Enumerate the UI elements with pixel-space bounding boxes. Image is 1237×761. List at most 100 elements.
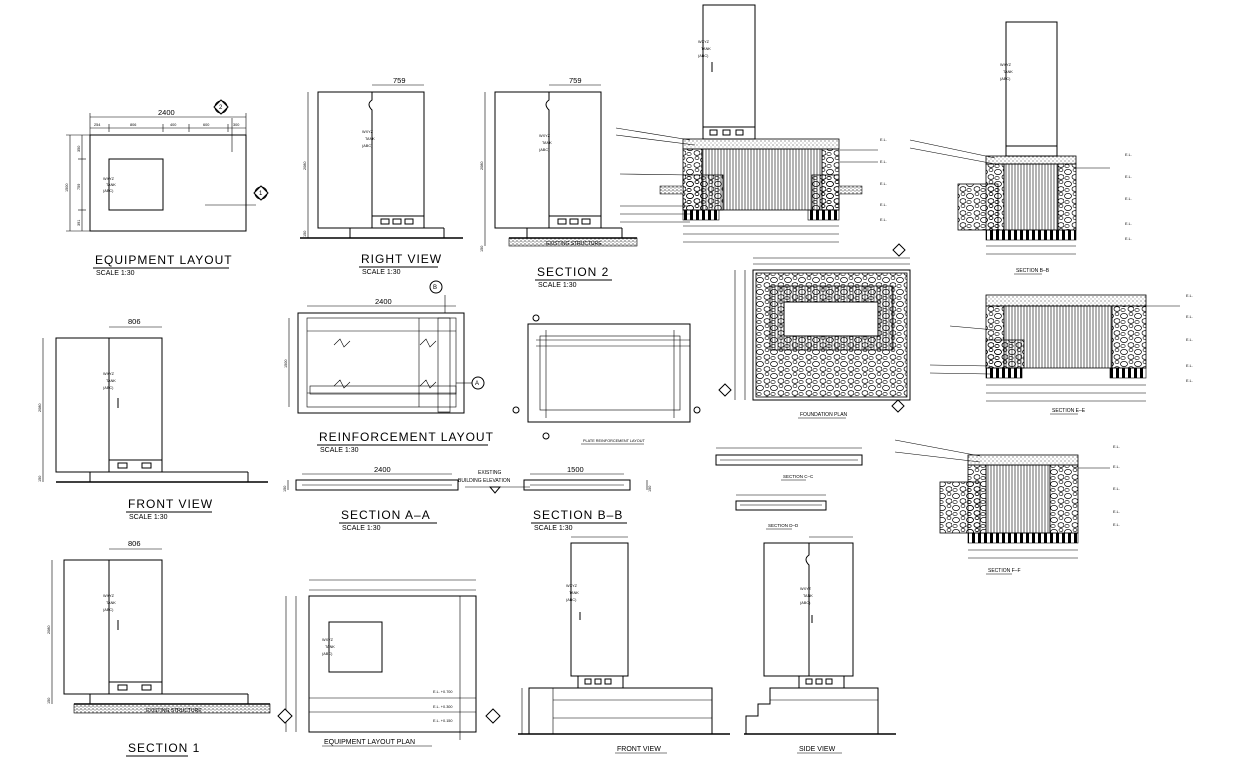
section-aa-view: 2400 150 SECTION A–A SCALE 1:30 <box>283 465 459 532</box>
title-section-dd: SECTION D–D <box>768 523 799 528</box>
title-equipment-layout: EQUIPMENT LAYOUT <box>95 253 233 267</box>
elevation-3: E.L. +0.150 <box>433 719 453 723</box>
svg-text:(ABC): (ABC) <box>539 148 550 152</box>
title-reinforcement-layout: REINFORCEMENT LAYOUT <box>319 430 494 444</box>
svg-text:E.L.: E.L. <box>1125 175 1132 179</box>
svg-text:150: 150 <box>38 476 42 482</box>
svg-text:WXYZ: WXYZ <box>103 372 115 376</box>
svg-text:150: 150 <box>47 698 51 704</box>
dim-300: 300 <box>233 123 239 127</box>
section-1-view: WXYZ TANK (ABC) 806 2080 150 EXISTING ST… <box>47 539 271 757</box>
title-equipment-layout-plan: EQUIPMENT LAYOUT PLAN <box>324 739 415 746</box>
svg-text:TANK: TANK <box>1003 70 1013 74</box>
section-tag-1: 1 <box>259 191 263 197</box>
svg-text:1500: 1500 <box>567 465 584 474</box>
tank-footprint <box>108 158 164 211</box>
right-view: WXYZ TANK (ABC) 759 2080 150 RIGHT VIEW … <box>300 76 463 276</box>
reinforcement-layout-view: 2400 1500 B A REINFORCEMENT LAYOUT SCALE… <box>284 280 494 454</box>
svg-text:SCALE 1:30: SCALE 1:30 <box>129 514 168 521</box>
svg-text:806: 806 <box>128 317 141 326</box>
dim-254: 254 <box>94 123 100 127</box>
svg-text:E.L.: E.L. <box>1125 197 1132 201</box>
svg-text:SCALE 1:30: SCALE 1:30 <box>534 525 573 532</box>
svg-text:(ABC): (ABC) <box>566 598 577 602</box>
foundation-section-ff: E.L. E.L. E.L. E.L. E.L. SECTION F–F <box>894 439 1120 575</box>
svg-text:150: 150 <box>480 246 484 252</box>
existing-label: EXISTING <box>478 470 501 476</box>
section-2-view: WXYZ TANK (ABC) 759 2080 150 EXISTING ST… <box>480 76 638 289</box>
svg-text:TANK: TANK <box>106 601 116 605</box>
dim-400: 400 <box>170 123 176 127</box>
svg-text:E.L.: E.L. <box>1125 237 1132 241</box>
svg-text:WXYZ: WXYZ <box>322 638 334 642</box>
svg-text:1500: 1500 <box>284 360 288 368</box>
slab-outline <box>89 134 247 232</box>
front-view-small: WXYZ TANK (ABC) FRONT VIEW <box>518 536 730 754</box>
svg-text:2080: 2080 <box>480 162 484 170</box>
title-section-ff: SECTION F–F <box>988 568 1021 574</box>
title-section-bb: SECTION B–B <box>533 508 623 522</box>
building-elevation-label: BUILDING ELEVATION <box>458 478 511 484</box>
title-section-aa: SECTION A–A <box>341 508 431 522</box>
svg-text:WXYZ: WXYZ <box>698 40 710 44</box>
svg-text:E.L.: E.L. <box>1186 294 1193 298</box>
section-tag-2: 2 <box>219 105 223 111</box>
svg-text:E.L.: E.L. <box>1186 364 1193 368</box>
equipment-layout-view: WXYZ TANK (ABC) 2400 254 806 400 600 300… <box>65 99 269 277</box>
foundation-section-ee: E.L. E.L. E.L. E.L. E.L. SECTION E–E <box>929 294 1193 415</box>
equipment-label-line3: (ABC) <box>103 189 114 193</box>
title-section-cc: SECTION C–C <box>783 474 814 479</box>
svg-text:150: 150 <box>648 486 652 492</box>
svg-text:SCALE 1:30: SCALE 1:30 <box>362 269 401 276</box>
dim-806: 806 <box>130 123 136 127</box>
svg-text:E.L.: E.L. <box>1125 222 1132 226</box>
svg-text:2080: 2080 <box>47 626 51 634</box>
title-front-view: FRONT VIEW <box>128 497 213 511</box>
svg-text:E.L.: E.L. <box>1113 445 1120 449</box>
svg-text:2400: 2400 <box>374 465 391 474</box>
svg-text:SCALE 1:30: SCALE 1:30 <box>538 282 577 289</box>
dim-350: 350 <box>77 146 81 152</box>
svg-text:2080: 2080 <box>303 162 307 170</box>
side-view-small: WXYZ TANK (ABC) SIDE VIEW <box>744 536 896 754</box>
svg-text:(ABC): (ABC) <box>103 386 114 390</box>
svg-text:E.L.: E.L. <box>880 203 887 207</box>
title-plate-reinforcement: PLATE REINFORCEMENT LAYOUT <box>583 439 645 443</box>
section-tag-a: A <box>475 381 479 387</box>
svg-text:(ABC): (ABC) <box>1000 77 1011 81</box>
svg-text:E.L.: E.L. <box>880 138 887 142</box>
title-right-view: RIGHT VIEW <box>361 252 442 266</box>
svg-text:E.L.: E.L. <box>1113 487 1120 491</box>
dim-600: 600 <box>203 123 209 127</box>
equipment-label-line1: WXYZ <box>103 177 115 181</box>
svg-text:2080: 2080 <box>38 404 42 412</box>
svg-text:TANK: TANK <box>542 141 552 145</box>
svg-text:EXISTING STRUCTURE: EXISTING STRUCTURE <box>146 708 202 714</box>
svg-text:WXYZ: WXYZ <box>362 130 374 134</box>
title-foundation-plan: FOUNDATION PLAN <box>800 412 848 418</box>
svg-text:E.L.: E.L. <box>1125 153 1132 157</box>
svg-text:E.L.: E.L. <box>1113 465 1120 469</box>
section-bb-view: 1500 150 SECTION B–B SCALE 1:30 <box>523 465 652 532</box>
svg-text:E.L.: E.L. <box>880 160 887 164</box>
foundation-section-bb-right: WXYZ TANK (ABC) E.L. E.L. E.L. E.L. E.L.… <box>909 21 1132 275</box>
svg-text:SCALE 1:30: SCALE 1:30 <box>342 525 381 532</box>
svg-text:E.L.: E.L. <box>1186 379 1193 383</box>
svg-text:WXYZ: WXYZ <box>1000 63 1012 67</box>
title-section-1: SECTION 1 <box>128 741 200 755</box>
svg-text:2400: 2400 <box>375 297 392 306</box>
svg-text:WXYZ: WXYZ <box>103 594 115 598</box>
title-section-ee: SECTION E–E <box>1052 408 1086 414</box>
svg-text:E.L.: E.L. <box>1186 315 1193 319</box>
title-front-view-small: FRONT VIEW <box>617 746 661 753</box>
svg-text:TANK: TANK <box>325 645 335 649</box>
equipment-layout-plan-view: WXYZ TANK (ABC) E.L. +0.700 E.L. +0.300 … <box>277 579 501 747</box>
title-side-view-small: SIDE VIEW <box>799 746 836 753</box>
svg-text:WXYZ: WXYZ <box>800 587 812 591</box>
svg-text:150: 150 <box>283 486 287 492</box>
svg-text:TANK: TANK <box>803 594 813 598</box>
existing-structure-label: EXISTING STRUCTURE <box>546 241 602 247</box>
section-cc-dd: SECTION C–C SECTION D–D <box>715 447 863 530</box>
existing-elevation-marker: EXISTING BUILDING ELEVATION <box>458 470 530 494</box>
